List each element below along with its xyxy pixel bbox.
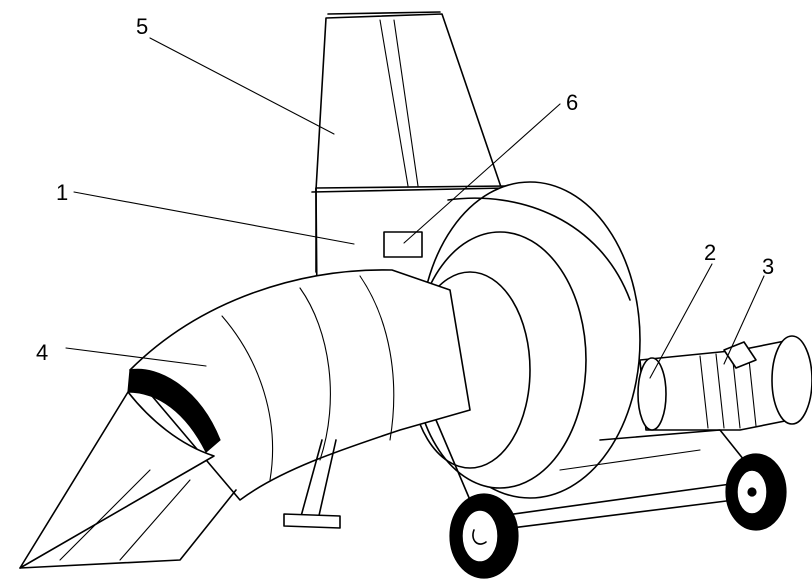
intake-cone <box>19 391 237 569</box>
leader-2 <box>649 263 713 379</box>
label-3: 3 <box>762 254 774 279</box>
label-4: 4 <box>36 340 48 365</box>
leader-3 <box>723 275 765 365</box>
leader-6 <box>403 103 561 244</box>
top-duct <box>315 11 503 191</box>
volute-casing <box>409 181 641 499</box>
leader-4 <box>65 347 207 367</box>
support-legs <box>283 419 471 529</box>
leader-1 <box>73 191 355 245</box>
leader-lines <box>65 37 765 379</box>
front-wheel <box>449 493 519 579</box>
label-1: 1 <box>56 180 68 205</box>
leader-5 <box>149 37 335 135</box>
rear-wheel <box>725 453 787 531</box>
inspection-hatch <box>383 231 423 258</box>
label-2: 2 <box>704 240 716 265</box>
label-6: 6 <box>566 90 578 115</box>
inlet-duct <box>127 269 471 501</box>
motor-assembly <box>637 335 812 431</box>
label-5: 5 <box>136 14 148 39</box>
